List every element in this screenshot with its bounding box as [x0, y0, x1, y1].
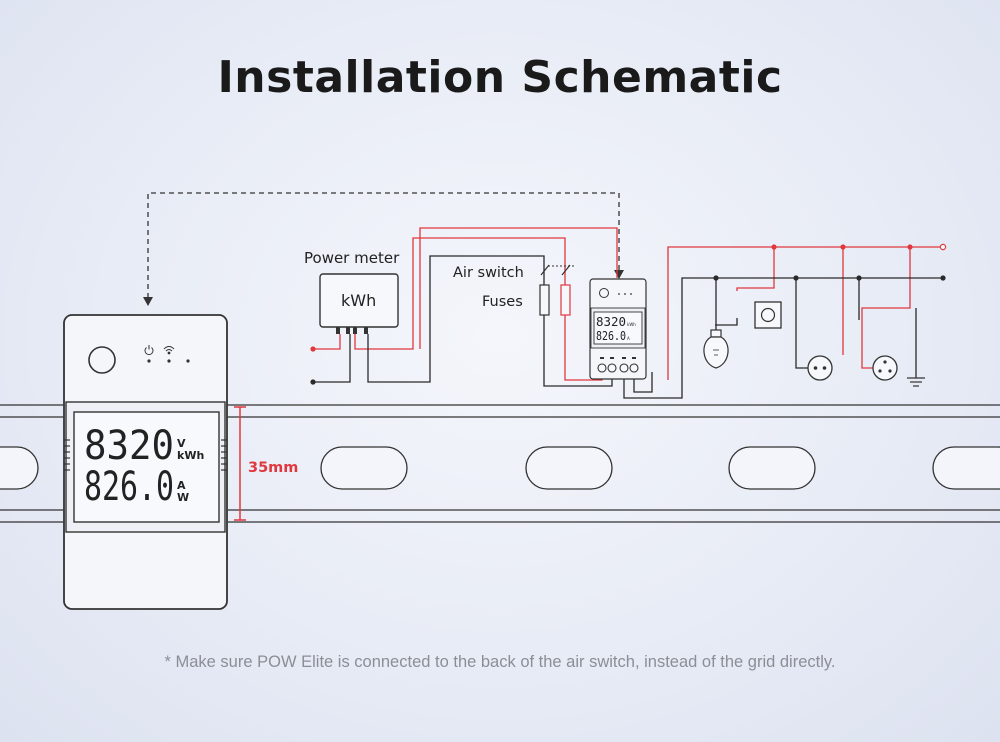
- power-icon: [144, 345, 154, 356]
- neutral-wires: [313, 255, 943, 399]
- rail-dimension: 35mm: [234, 406, 298, 521]
- display-line1-unit-top: V: [177, 437, 186, 450]
- power-meter-label: Power meter: [304, 249, 400, 267]
- display-line2-unit-bottom: W: [177, 491, 189, 504]
- live-wires: [313, 227, 943, 381]
- small-display-line2-unit: A: [627, 336, 630, 341]
- kwh-label: kWh: [341, 291, 376, 310]
- ground-icon: [907, 377, 925, 387]
- display-line1-unit-bottom: kWh: [177, 449, 204, 462]
- wall-switch-icon: [754, 301, 782, 329]
- small-display-line2-value: 826.0: [596, 329, 626, 343]
- wire-junctions: [310, 243, 947, 385]
- air-switch-label: Air switch: [453, 265, 524, 281]
- device-button: [88, 346, 116, 374]
- small-display-line1-value: 8320: [596, 315, 626, 329]
- small-display-line1-unit: kWh: [627, 322, 636, 327]
- socket-icon: [807, 355, 833, 381]
- power-meter: Power meter kWh: [304, 249, 400, 334]
- fuses-label: Fuses: [482, 294, 523, 310]
- display-line2-unit-top: A: [177, 479, 186, 492]
- pow-elite-device-large: 8320 V kWh 826.0 A W: [63, 314, 228, 610]
- small-device-terminals: [597, 363, 639, 373]
- light-bulb-icon: [703, 329, 729, 369]
- fuse-live: [560, 284, 571, 316]
- page-title: Installation Schematic: [217, 52, 783, 103]
- air-switch: Air switch Fuses: [453, 264, 574, 316]
- display-line1-value: 8320: [84, 423, 174, 469]
- wifi-icon: [163, 346, 175, 355]
- fuse-neutral: [539, 284, 550, 316]
- rail-height-label: 35mm: [248, 460, 298, 476]
- pow-elite-device-small: 8320 kWh 826.0 A: [589, 278, 647, 380]
- three-pin-socket-icon: [872, 355, 898, 381]
- footnote: * Make sure POW Elite is connected to th…: [164, 653, 836, 671]
- display-line2-value: 826.0: [84, 464, 174, 510]
